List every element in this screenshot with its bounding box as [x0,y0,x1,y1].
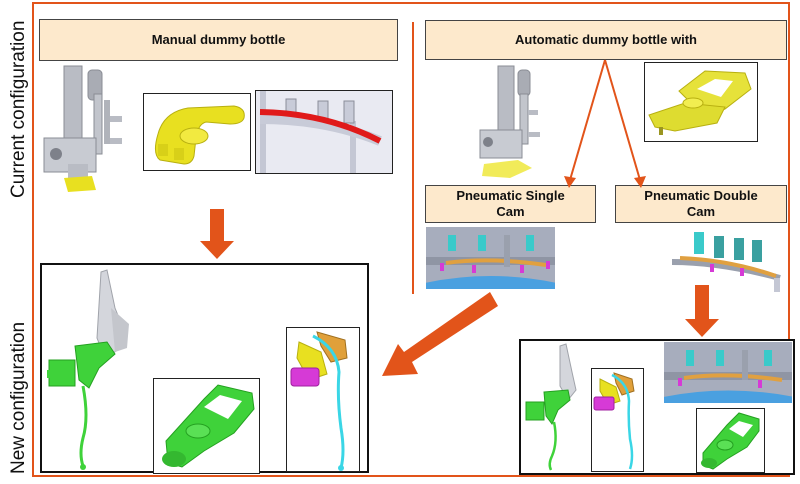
manual-gripper-assembly-image [43,65,122,192]
manual-rail-image [255,90,393,174]
branch-arrows [564,59,646,188]
vertical-divider [412,22,414,294]
auto-gripper-assembly-image [479,65,540,178]
down-arrow-right [685,285,719,337]
auto-yellow-cam-image [644,62,758,142]
diagonal-arrow [382,292,498,376]
pneumatic-double-cam-header: Pneumatic Double Cam [615,185,787,223]
manual-yellow-cam-image [143,93,251,171]
right-green-cam-image [696,408,765,473]
new-configuration-label: New configuration [8,321,29,474]
double-cam-rail-image [671,232,781,292]
single-cam-rail-image [426,227,555,289]
right-rail-image [664,342,792,403]
new-green-assembly-image [47,269,129,470]
outer-frame [32,2,790,477]
right-magenta-assembly-image [591,368,644,472]
current-configuration-label: Current configuration [8,20,29,198]
manual-dummy-bottle-header: Manual dummy bottle [39,19,398,61]
down-arrow-left [200,209,234,259]
right-green-assembly-image [525,343,577,471]
pneumatic-single-cam-header: Pneumatic Single Cam [425,185,596,223]
new-green-cam-image [153,378,260,474]
automatic-dummy-bottle-header: Automatic dummy bottle with [425,20,787,60]
new-magenta-assembly-image [286,327,360,472]
